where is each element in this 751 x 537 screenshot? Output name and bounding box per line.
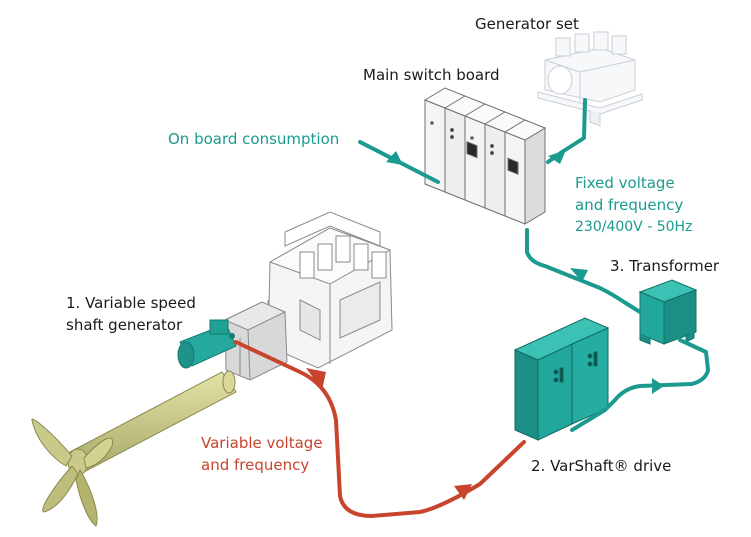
label-variable-frequency: and frequency	[201, 456, 310, 474]
label-fixed-values: 230/400V - 50Hz	[575, 219, 693, 235]
propeller-illustration	[31, 370, 237, 527]
shaft-generator-illustration	[177, 319, 237, 369]
arrow-to-drive	[652, 378, 664, 394]
label-generator-set: Generator set	[475, 15, 579, 33]
label-on-board-consumption: On board consumption	[168, 130, 340, 148]
main-switchboard-illustration	[423, 87, 547, 225]
red-flow-arrows	[306, 368, 472, 500]
label-transformer: 3. Transformer	[610, 257, 720, 275]
red-cable	[234, 340, 526, 518]
cable-generator-to-switchboard	[546, 98, 587, 164]
transformer-illustration	[638, 279, 698, 345]
cable-switchboard-to-transformer	[525, 228, 642, 314]
generator-set-illustration	[537, 31, 643, 127]
arrow-to-drive-red	[454, 484, 472, 500]
arrow-from-generator	[306, 368, 326, 390]
label-main-switch-board: Main switch board	[363, 66, 500, 84]
arrow-to-transformer	[570, 268, 588, 282]
varshaft-drive-illustration	[513, 317, 610, 441]
label-shaft-generator-2: shaft generator	[66, 316, 183, 334]
teal-flow-arrows	[386, 150, 664, 394]
arrow-consumption	[386, 151, 403, 165]
label-fixed-voltage: Fixed voltage	[575, 174, 675, 192]
label-shaft-generator-1: 1. Variable speed	[66, 294, 196, 312]
main-engine-illustration	[223, 211, 393, 381]
label-variable-voltage: Variable voltage	[201, 434, 323, 452]
arrow-generator	[548, 150, 566, 164]
cable-transformer-to-drive	[570, 338, 710, 432]
label-varshaft-drive: 2. VarShaft® drive	[531, 457, 672, 475]
label-fixed-frequency: and frequency	[575, 196, 684, 214]
